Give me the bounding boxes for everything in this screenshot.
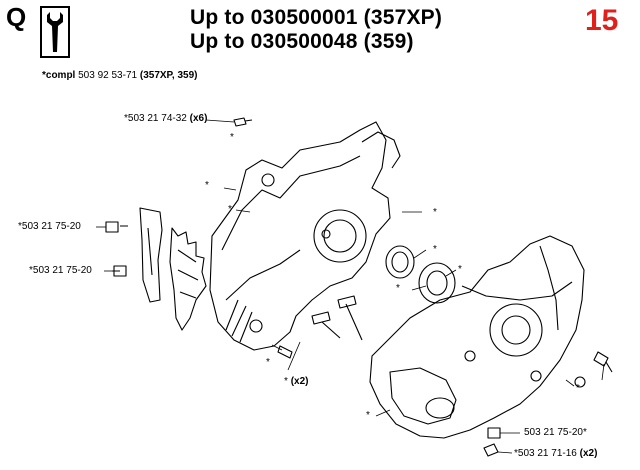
callout-qty: (x2) (290, 376, 309, 387)
compl-prefix: *compl (42, 70, 76, 81)
star-mark: * (396, 283, 400, 294)
bearing-small (385, 245, 415, 279)
callout-left-screw-1: *503 21 75-20 (18, 221, 81, 232)
star-mark: * (228, 204, 232, 215)
section-letter: Q (6, 2, 27, 32)
bolt-2 (311, 311, 341, 339)
star-mark: * (205, 180, 209, 191)
wrench-icon (47, 12, 63, 52)
callout-qty: (x6) (189, 113, 208, 124)
callout-qty: (x2) (579, 448, 598, 459)
callout-right-screw: 503 21 75-20* (524, 427, 587, 438)
deflector-plate (139, 207, 163, 303)
screw-bottom (483, 443, 499, 457)
screw-top (233, 117, 253, 127)
crankcase-right (369, 235, 585, 439)
screw-left-1 (105, 221, 119, 233)
star-mark: * (284, 376, 288, 387)
callout-bottom-qty: * (x2) (284, 376, 308, 387)
screw-right-2 (593, 351, 609, 367)
crankcase-left (209, 121, 391, 351)
callout-part-number: *503 21 71-16 (514, 448, 577, 459)
callout-left-screw-2: *503 21 75-20 (29, 265, 92, 276)
page-number: 15 (585, 4, 619, 37)
bolt-1 (337, 295, 363, 341)
screw-left-2 (113, 265, 127, 277)
title-line-2: Up to 030500048 (359) (190, 30, 414, 53)
star-mark: * (576, 383, 580, 394)
toothed-guide (169, 227, 207, 331)
tool-box (40, 6, 70, 58)
screw-right-1 (487, 427, 501, 439)
title-line-1: Up to 030500001 (357XP) (190, 6, 443, 29)
bearing-large (418, 262, 456, 304)
star-mark: * (230, 132, 234, 143)
star-mark: * (266, 357, 270, 368)
star-mark: * (433, 244, 437, 255)
callout-right-bottom: *503 21 71-16 (x2) (514, 448, 597, 459)
star-mark: * (433, 207, 437, 218)
compl-models: (357XP, 359) (139, 70, 198, 81)
star-mark: * (458, 264, 462, 275)
complete-part-note: *compl 503 92 53-71 (357XP, 359) (42, 70, 198, 81)
compl-part-number: 503 92 53-71 (78, 70, 138, 81)
callout-top-screw: *503 21 74-32 (x6) (124, 113, 207, 124)
callout-part-number: *503 21 74-32 (124, 113, 187, 124)
star-mark: * (366, 410, 370, 421)
